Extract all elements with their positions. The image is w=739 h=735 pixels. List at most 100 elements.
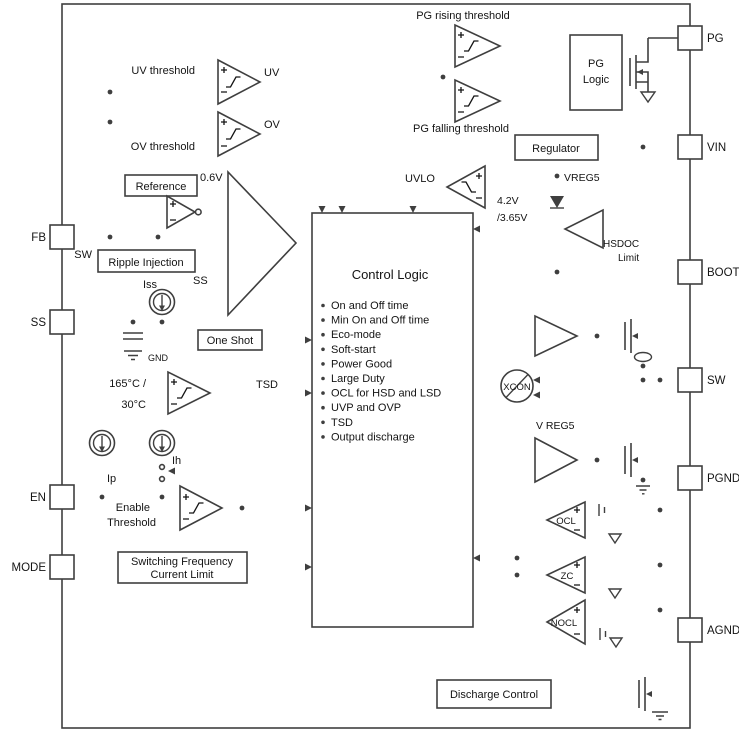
hsdoc-label-line2: Limit xyxy=(618,253,639,264)
ocl-comparator xyxy=(545,500,586,540)
high-side-mosfet-symbol xyxy=(624,319,638,353)
nocl-ground-symbol xyxy=(608,637,624,649)
sw-tap-label: SW xyxy=(74,249,92,261)
pin-mode-label: MODE xyxy=(12,562,47,574)
pin-pgnd-label: PGND xyxy=(707,473,739,485)
error-comparator-bubble xyxy=(194,208,202,216)
control-logic-item: Min On and Off time xyxy=(331,315,429,327)
discharge-ground-symbol xyxy=(652,711,668,721)
reference-label: Reference xyxy=(136,181,187,193)
pin-sw-label: SW xyxy=(707,375,726,387)
pin-boot xyxy=(677,259,703,285)
uvlo-falling-label: /3.65V xyxy=(497,212,527,224)
ocl-offset-symbol xyxy=(598,504,606,516)
pin-ss-label: SS xyxy=(31,317,47,329)
vreg5-diode-symbol xyxy=(550,196,564,209)
pins xyxy=(49,25,703,643)
pg-ground-symbol xyxy=(639,91,657,104)
pin-vin xyxy=(677,134,703,160)
pg-rising-comparator xyxy=(454,23,502,69)
pgnd-ground-symbol xyxy=(636,485,650,495)
hsdoc-label-line1: HSDOC xyxy=(603,239,639,250)
control-logic-item: Output discharge xyxy=(331,431,415,443)
switching-frequency-label-line2: Current Limit xyxy=(151,569,214,581)
control-logic-item: Eco-mode xyxy=(331,329,381,341)
uvlo-net-label: UVLO xyxy=(405,173,435,185)
pg-rising-threshold-label: PG rising threshold xyxy=(416,10,510,22)
low-side-driver xyxy=(534,436,579,484)
nocl-label: NOCL xyxy=(551,618,577,629)
pin-mode xyxy=(49,554,75,580)
tsd-rising-label: 165°C / xyxy=(109,378,147,390)
ocl-label: OCL xyxy=(556,516,576,527)
control-logic-title: Control Logic xyxy=(352,267,429,282)
uv-comparator xyxy=(217,58,262,106)
ip-current-source-symbol xyxy=(88,429,116,457)
control-logic-item: TSD xyxy=(331,417,353,429)
ov-threshold-label: OV threshold xyxy=(131,141,195,153)
tsd-net-label: TSD xyxy=(256,379,278,391)
pin-en-label: EN xyxy=(30,492,46,504)
pin-vin-label: VIN xyxy=(707,142,726,154)
ih-label: Ih xyxy=(172,455,181,467)
iss-current-source-symbol xyxy=(148,288,176,316)
enable-threshold-label-line2: Threshold xyxy=(107,517,156,529)
pin-fb-label: FB xyxy=(31,232,46,244)
hsdoc-limit-amplifier xyxy=(563,208,604,250)
pin-pg-label: PG xyxy=(707,33,724,45)
vref-label: 0.6V xyxy=(200,172,223,184)
uv-net-label: UV xyxy=(264,67,280,79)
regulator-box xyxy=(514,134,599,161)
ocl-ground-symbol xyxy=(607,533,623,545)
reference-box xyxy=(124,174,198,197)
pin-boot-label: BOOT xyxy=(707,267,739,279)
text-labels: FB SS EN MODE PG VIN BOOT SW PGND AGND P… xyxy=(12,10,739,701)
pg-logic-label-line1: PG xyxy=(588,58,604,70)
tsd-comparator xyxy=(167,370,212,416)
control-logic-box xyxy=(311,212,474,628)
junction-dots xyxy=(99,74,663,613)
pin-ss xyxy=(49,309,75,335)
pg-logic-box xyxy=(569,34,623,111)
pin-fb xyxy=(49,224,75,250)
vreg5-driver-label: V REG5 xyxy=(536,420,575,432)
pg-falling-comparator xyxy=(454,78,502,124)
tsd-falling-label: 30°C xyxy=(121,399,146,411)
ss-net-label: SS xyxy=(193,275,208,287)
ss-capacitor-symbol xyxy=(123,332,143,340)
hysteresis-glyphs xyxy=(177,40,479,514)
control-logic-item: Large Duty xyxy=(331,373,385,385)
arrowheads xyxy=(168,206,540,571)
ripple-injection-box xyxy=(97,249,196,273)
control-logic-item: Soft-start xyxy=(331,344,376,356)
discharge-control-box xyxy=(436,679,552,709)
switching-frequency-label-line1: Switching Frequency xyxy=(131,556,234,568)
control-logic-item: Power Good xyxy=(331,358,392,370)
ov-net-label: OV xyxy=(264,119,281,131)
pin-agnd xyxy=(677,617,703,643)
one-shot-box xyxy=(197,329,263,351)
pin-sw xyxy=(677,367,703,393)
uvlo-rising-label: 4.2V xyxy=(497,195,519,207)
ih-current-source-symbol xyxy=(148,429,176,457)
pin-en xyxy=(49,484,75,510)
uvlo-comparator xyxy=(445,164,486,210)
enable-switch-symbol xyxy=(158,463,166,483)
one-shot-label: One Shot xyxy=(207,335,253,347)
xcon-symbol xyxy=(500,369,534,403)
zc-comparator xyxy=(545,555,586,595)
xcon-label: XCON xyxy=(503,382,531,393)
control-logic-item: UVP and OVP xyxy=(331,402,401,414)
enable-comparator xyxy=(179,484,224,532)
discharge-control-label: Discharge Control xyxy=(450,689,538,701)
vreg5-top-label: VREG5 xyxy=(564,172,600,184)
high-side-driver xyxy=(534,314,579,358)
control-logic-item: On and Off time xyxy=(331,300,408,312)
current-sense-ellipse xyxy=(633,351,653,363)
gnd-label: GND xyxy=(148,353,169,363)
ip-label: Ip xyxy=(107,473,116,485)
low-side-mosfet-symbol xyxy=(624,443,638,477)
main-modulator-triangle xyxy=(227,170,298,318)
